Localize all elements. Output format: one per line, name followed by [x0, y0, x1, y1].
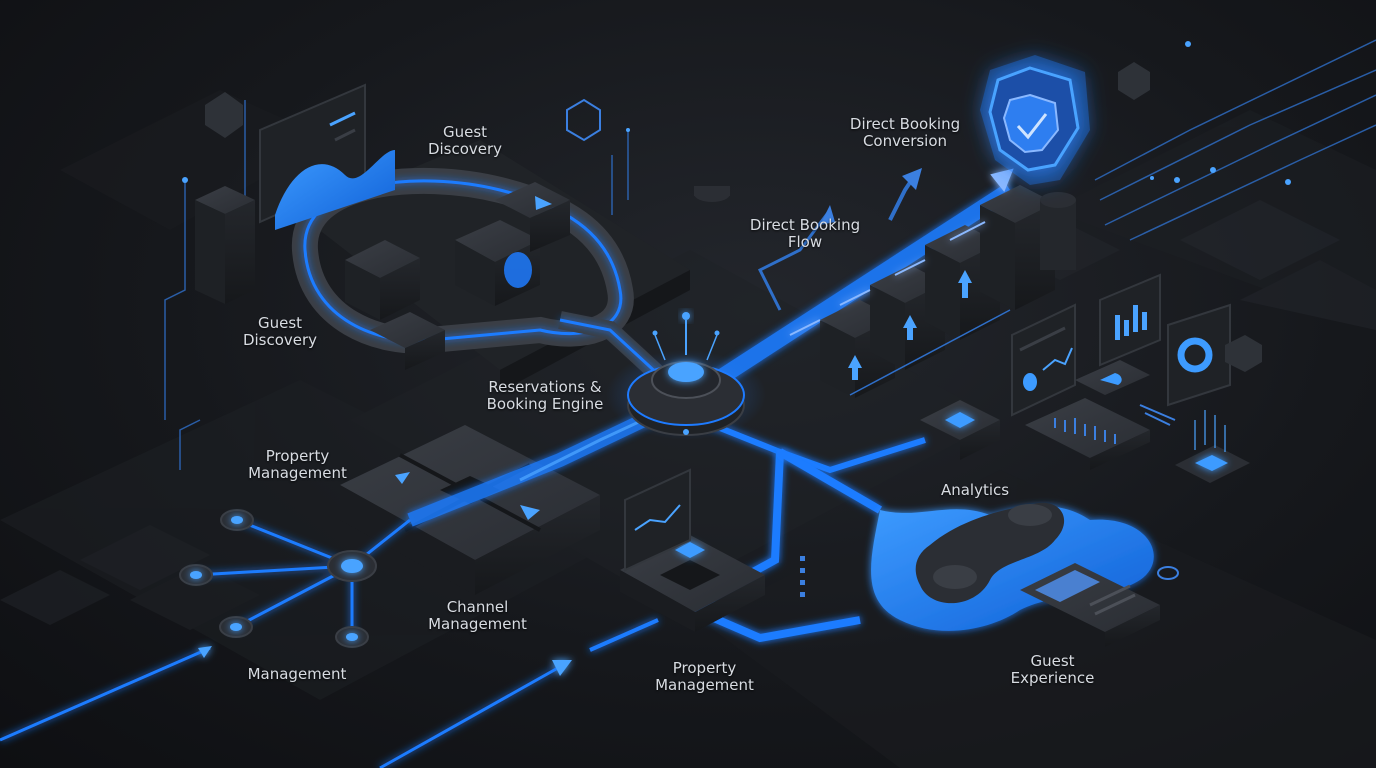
label-direct-booking-conversion: Direct Booking Conversion — [849, 115, 961, 150]
incoming-flow-lines — [0, 618, 659, 768]
channel-network — [179, 509, 411, 648]
circuit-dots — [182, 41, 1291, 185]
discovery-screens — [195, 83, 730, 304]
property-management-platform — [620, 468, 805, 632]
bar-chart-icon — [1099, 273, 1161, 367]
label-property-management-left: Property Management — [248, 447, 347, 482]
label-direct-booking-flow: Direct Booking Flow — [749, 216, 861, 251]
up-arrow-icon — [848, 270, 972, 380]
label-guest-discovery-top: Guest Discovery — [427, 123, 503, 158]
label-channel-management: Channel Management — [428, 598, 527, 633]
label-reservations-booking-engine: Reservations & Booking Engine — [486, 378, 604, 413]
shield-check-icon — [980, 55, 1090, 185]
circuit-lines — [164, 39, 1376, 470]
guest-experience-blob — [871, 502, 1179, 647]
label-analytics: Analytics — [940, 481, 1010, 499]
analytics-panels — [920, 62, 1262, 483]
direct-booking-staircase — [757, 168, 1076, 398]
label-property-management-bottom: Property Management — [655, 659, 754, 694]
label-management: Management — [247, 665, 347, 683]
central-hub-icon — [606, 312, 766, 440]
label-guest-experience: Guest Experience — [1010, 652, 1095, 687]
label-guest-discovery-left: Guest Discovery — [242, 314, 318, 349]
